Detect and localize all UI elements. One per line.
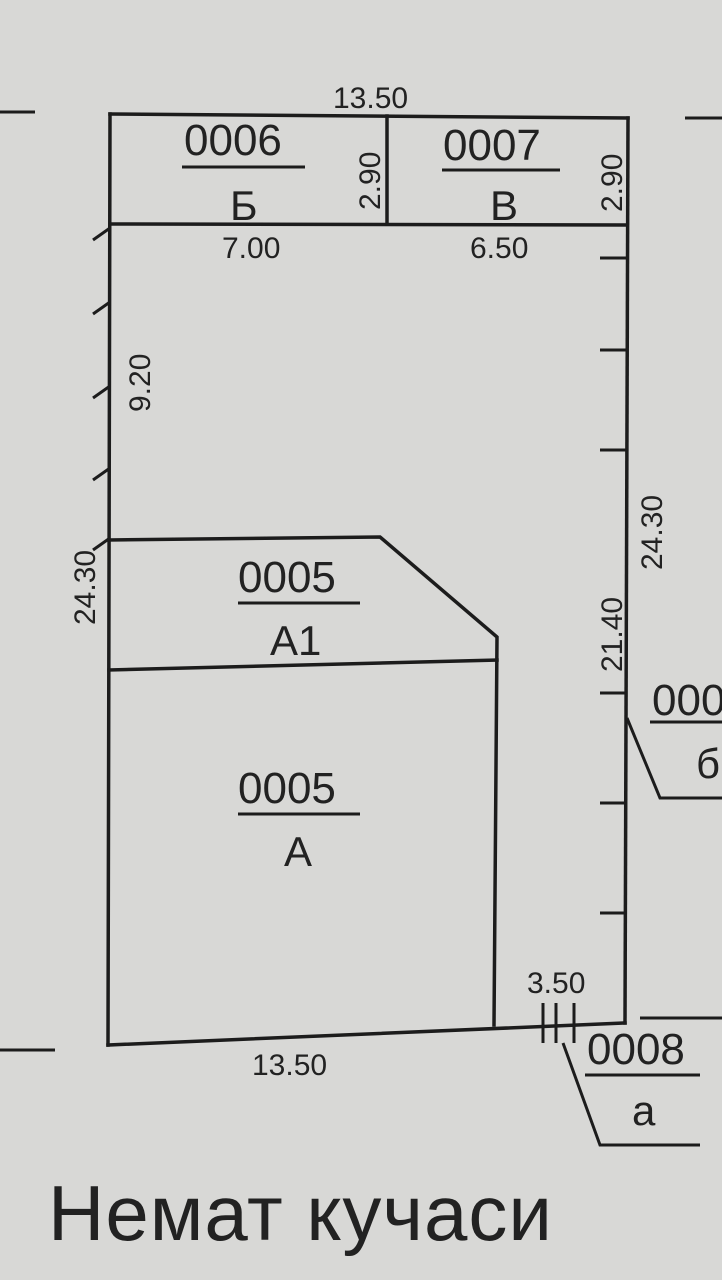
dim-b-width: 7.00 — [222, 232, 280, 265]
dim-right-total: 24.30 — [636, 495, 669, 570]
neighbour-b-leader — [625, 717, 722, 800]
plot-v-letter: В — [490, 182, 518, 229]
plot-a-letter: А — [284, 828, 312, 875]
left-ticks — [92, 226, 111, 552]
street-name: Немат кучаси — [48, 1169, 553, 1257]
neighbour-letter: б — [696, 740, 720, 787]
plot-a1-letter: А1 — [270, 617, 321, 664]
guide-lines — [0, 110, 722, 1052]
plot-a1-code: 0005 — [238, 553, 336, 602]
dim-top: 13.50 — [333, 82, 408, 115]
building-a1 — [107, 535, 499, 1027]
dim-v-width: 6.50 — [470, 232, 528, 265]
dim-bottom: 13.50 — [252, 1049, 327, 1082]
dim-left-segment: 9.20 — [124, 354, 157, 412]
dim-b-height: 2.90 — [354, 152, 387, 210]
right-ticks — [600, 256, 627, 915]
plot-a-code: 0005 — [238, 764, 336, 813]
neighbour-code: 000 — [652, 676, 722, 725]
plot-b-code: 0006 — [184, 116, 282, 165]
dim-a-small: 3.50 — [527, 967, 585, 1000]
plot-0008-letter: а — [632, 1087, 656, 1134]
dim-v-height: 2.90 — [596, 154, 629, 212]
dim-right-segment: 21.40 — [596, 597, 629, 672]
lot-boundary — [106, 112, 630, 1047]
plot-v-code: 0007 — [443, 121, 541, 170]
plot-0008-leader — [541, 1003, 700, 1147]
annex-strip — [108, 114, 629, 227]
fraction-bars — [182, 165, 560, 816]
plot-b-letter: Б — [230, 182, 258, 229]
dim-left-total: 24.30 — [69, 550, 102, 625]
plot-0008-code: 0008 — [587, 1025, 685, 1074]
